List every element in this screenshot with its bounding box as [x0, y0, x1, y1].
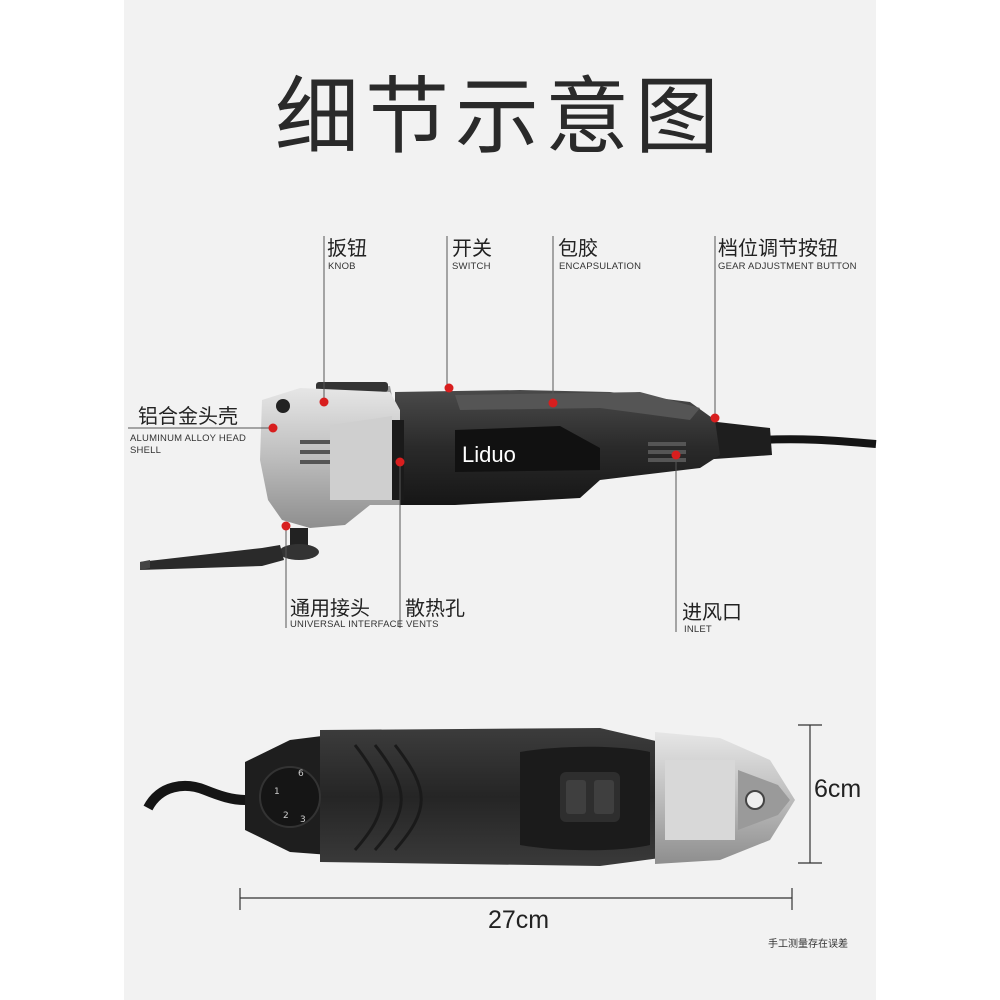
vents-label: 散热孔	[405, 596, 465, 620]
page-title: 细节示意图	[274, 68, 725, 166]
gear-label-en: GEAR ADJUSTMENT BUTTON	[718, 261, 857, 272]
vents-marker	[395, 457, 405, 467]
dimension-lines	[239, 724, 822, 910]
switch-label: 开关	[452, 236, 492, 260]
brand-logo: Liduo	[462, 442, 516, 467]
inlet-marker	[671, 450, 681, 460]
leader-lines	[128, 236, 716, 632]
interface-label: 通用接头	[290, 596, 370, 620]
shell-label-en-2: SHELL	[130, 445, 162, 456]
inlet-label-en: INLET	[684, 624, 712, 635]
encapsulation-marker	[548, 398, 558, 408]
head-vents	[300, 440, 330, 464]
dial-mark-3: 3	[300, 815, 306, 825]
dial-mark-2: 2	[283, 811, 289, 821]
dial-mark-6: 6	[298, 769, 304, 779]
side-view-tool: Liduo	[140, 382, 877, 570]
switch-label-en: SWITCH	[452, 261, 491, 272]
knob-marker	[319, 397, 329, 407]
gear-label: 档位调节按钮	[718, 236, 838, 260]
shell-label: 铝合金头壳	[138, 404, 238, 428]
shell-marker	[268, 423, 278, 433]
markers	[268, 383, 720, 531]
vents-label-en: VENTS	[406, 619, 439, 630]
knob-label: 扳钮	[327, 236, 367, 260]
gear-marker	[710, 413, 720, 423]
speed-dial	[259, 766, 321, 828]
interface-marker	[281, 521, 291, 531]
top-view-tool: 6 1 2 3	[143, 728, 795, 866]
grip-grooves	[353, 744, 423, 851]
switch-marker	[444, 383, 454, 393]
shell-label-en-1: ALUMINUM ALLOY HEAD	[130, 433, 247, 444]
knob-label-en: KNOB	[328, 261, 356, 272]
inlet-label: 进风口	[682, 600, 742, 624]
interface-label-en: UNIVERSAL INTERFACE	[290, 619, 404, 630]
measurement-note: 手工测量存在误差	[768, 939, 848, 950]
encapsulation-label: 包胶	[558, 236, 598, 260]
dial-mark-1: 1	[274, 787, 280, 797]
inlet-vents	[648, 442, 686, 462]
height-dimension: 6cm	[814, 775, 862, 803]
length-dimension: 27cm	[488, 906, 550, 934]
encapsulation-label-en: ENCAPSULATION	[559, 261, 642, 272]
